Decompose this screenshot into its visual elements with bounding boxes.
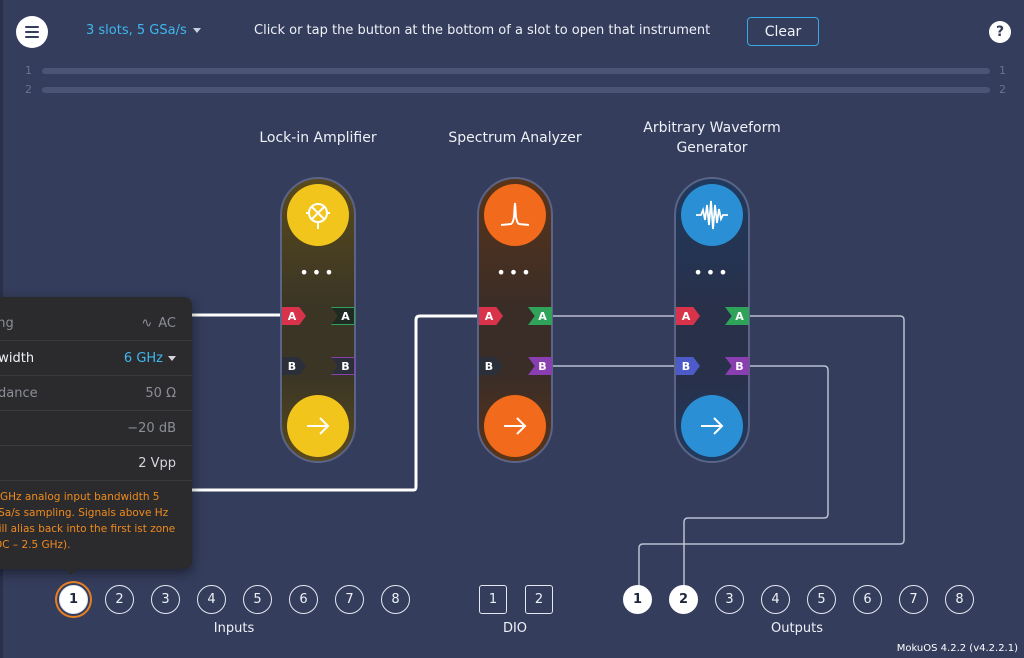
slot-3-input-a[interactable]: A xyxy=(676,307,700,325)
output-port-2[interactable]: 2 xyxy=(669,585,698,614)
bandwidth-dropdown[interactable]: 6 GHz xyxy=(124,351,176,366)
slot-3-output-a[interactable]: A xyxy=(725,307,749,325)
slot-3-title: Arbitrary Waveform Generator xyxy=(643,120,781,156)
aliasing-warning: 6 GHz analog input bandwidth 5 GSa/s sam… xyxy=(0,491,176,551)
range-row: e 2 Vpp xyxy=(0,447,192,481)
slot-3-more[interactable]: ••• xyxy=(693,263,731,282)
slot-2-output-a[interactable]: A xyxy=(528,307,552,325)
output-port-5[interactable]: 5 xyxy=(807,585,836,614)
input-port-7[interactable]: 7 xyxy=(335,585,364,614)
wire-awg-output2 xyxy=(683,365,829,588)
output-port-7[interactable]: 7 xyxy=(899,585,928,614)
slot-2: ••• A A B B xyxy=(477,177,553,463)
caret-down-icon xyxy=(168,356,176,361)
coupling-value[interactable]: ∿AC xyxy=(141,316,176,331)
slot-1-input-a[interactable]: A xyxy=(282,307,306,325)
inputs-label: Inputs xyxy=(213,621,255,636)
version-label: MokuOS 4.2.2 (v4.2.2.1) xyxy=(896,643,1018,654)
slot-1-output-a[interactable]: A xyxy=(331,307,355,325)
wire-input1-spectrum xyxy=(192,314,480,492)
ac-icon: ∿ xyxy=(141,316,153,331)
input-port-6[interactable]: 6 xyxy=(289,585,318,614)
output-port-1[interactable]: 1 xyxy=(623,585,652,614)
slot-2-more[interactable]: ••• xyxy=(496,263,534,282)
input-settings-panel: ling ∿AC dwidth 6 GHz edance 50 Ω −20 dB… xyxy=(0,297,192,569)
dio-port-2[interactable]: 2 xyxy=(525,585,553,614)
slot-1: ••• A A B B xyxy=(280,177,356,463)
arrow-right-icon xyxy=(701,417,724,435)
config-dropdown[interactable]: 3 slots, 5 GSa/s xyxy=(86,23,201,38)
input-port-5[interactable]: 5 xyxy=(243,585,272,614)
slot-3: ••• A A B B xyxy=(674,177,750,463)
track-1 xyxy=(42,68,990,74)
input-port-4[interactable]: 4 xyxy=(197,585,226,614)
slot-1-title: Lock-in Amplifier xyxy=(259,130,377,146)
slot-2-title: Spectrum Analyzer xyxy=(448,130,582,146)
dio-port-1[interactable]: 1 xyxy=(479,585,507,614)
wire-awg-output1 xyxy=(638,315,905,588)
slot-3-input-b[interactable]: B xyxy=(676,357,700,375)
slot-1-more[interactable]: ••• xyxy=(299,263,337,282)
impedance-row: edance 50 Ω xyxy=(0,377,192,411)
track-2-label-right: 2 xyxy=(999,83,1006,96)
impedance-label: edance xyxy=(0,386,38,401)
output-port-8[interactable]: 8 xyxy=(945,585,974,614)
clear-button[interactable]: Clear xyxy=(747,17,819,46)
track-1-label-left: 1 xyxy=(25,64,32,77)
menu-icon[interactable] xyxy=(16,16,48,48)
attenuation-row: −20 dB xyxy=(0,412,192,446)
hint-text: Click or tap the button at the bottom of… xyxy=(254,23,711,38)
spectrum-icon xyxy=(484,184,546,246)
attenuation-value: −20 dB xyxy=(127,421,176,436)
waveform-icon xyxy=(681,184,743,246)
input-port-1[interactable]: 1 xyxy=(59,585,88,614)
slot-3-open-button[interactable] xyxy=(681,395,743,457)
outputs-label: Outputs xyxy=(771,621,823,636)
panel-pointer xyxy=(62,566,80,575)
track-1-label-right: 1 xyxy=(999,64,1006,77)
slot-2-open-button[interactable] xyxy=(484,395,546,457)
input-port-2[interactable]: 2 xyxy=(105,585,134,614)
input-port-3[interactable]: 3 xyxy=(151,585,180,614)
slot-1-open-button[interactable] xyxy=(287,395,349,457)
input-port-8[interactable]: 8 xyxy=(381,585,410,614)
slot-2-input-b[interactable]: B xyxy=(479,357,503,375)
help-icon[interactable]: ? xyxy=(989,21,1011,43)
track-2-label-left: 2 xyxy=(25,83,32,96)
coupling-label: ling xyxy=(0,316,14,331)
output-port-3[interactable]: 3 xyxy=(715,585,744,614)
track-2 xyxy=(42,87,990,93)
impedance-value: 50 Ω xyxy=(145,386,176,401)
bandwidth-row[interactable]: dwidth 6 GHz xyxy=(0,342,192,376)
arrow-right-icon xyxy=(307,417,330,435)
lock-in-icon xyxy=(287,184,349,246)
caret-down-icon xyxy=(192,28,201,33)
coupling-row[interactable]: ling ∿AC xyxy=(0,307,192,341)
output-port-6[interactable]: 6 xyxy=(853,585,882,614)
range-value: 2 Vpp xyxy=(138,456,176,471)
slot-2-output-b[interactable]: B xyxy=(528,357,552,375)
top-bar: 3 slots, 5 GSa/s Click or tap the button… xyxy=(0,0,1024,62)
dio-label: DIO xyxy=(502,621,528,636)
output-port-4[interactable]: 4 xyxy=(761,585,790,614)
slot-1-input-b[interactable]: B xyxy=(282,357,306,375)
slot-1-output-b[interactable]: B xyxy=(331,357,355,375)
bandwidth-label: dwidth xyxy=(0,351,35,366)
slot-3-output-b[interactable]: B xyxy=(725,357,749,375)
arrow-right-icon xyxy=(504,417,527,435)
slot-2-input-a[interactable]: A xyxy=(479,307,503,325)
